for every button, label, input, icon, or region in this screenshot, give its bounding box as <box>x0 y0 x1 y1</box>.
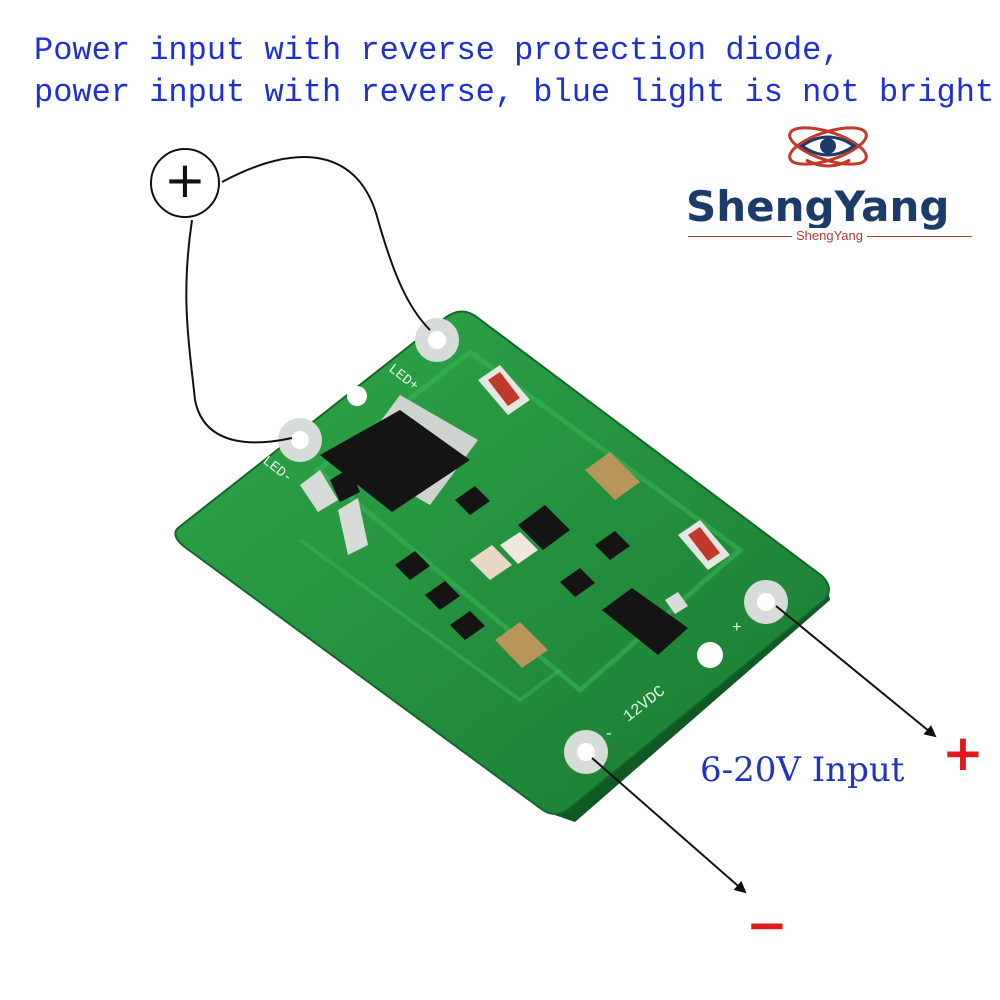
capacitor-c4 <box>585 452 640 500</box>
regulator-u1 <box>602 588 688 655</box>
mounting-hole <box>347 386 367 406</box>
wire-to-led-plus <box>221 156 431 331</box>
brand-logo: ShengYang ShengYang <box>680 112 990 252</box>
pad-led-plus <box>415 318 459 362</box>
mosfet-chip <box>300 395 478 555</box>
silk-minus: - <box>604 725 614 743</box>
diode-d4 <box>678 520 730 570</box>
caption-line-2: power input with reverse, blue light is … <box>34 74 995 111</box>
positive-terminal-symbol: + <box>942 724 984 782</box>
pad-power-plus <box>744 580 788 624</box>
status-led <box>470 532 538 580</box>
caption-line-1: Power input with reverse protection diod… <box>34 32 841 69</box>
negative-terminal-symbol: − <box>746 896 788 954</box>
wire-to-led-minus <box>185 219 293 444</box>
arrow-minus <box>591 757 747 894</box>
brand-name: ShengYang <box>686 182 950 231</box>
pad-led-minus <box>278 418 322 462</box>
caption: Power input with reverse protection diod… <box>34 30 994 114</box>
ic-sot23 <box>518 505 570 550</box>
diode-d3 <box>478 365 530 415</box>
capacitor-c3 <box>495 622 548 668</box>
eye-orbit-logo-icon <box>788 126 868 168</box>
silk-plus: + <box>732 619 742 637</box>
resistor-group <box>395 486 630 640</box>
input-voltage-label: 6-20V Input <box>700 750 905 790</box>
arrow-plus <box>775 605 937 738</box>
brand-subtitle: ShengYang <box>792 228 867 243</box>
plus-circle-icon: + <box>150 148 220 218</box>
mounting-hole <box>697 642 723 668</box>
